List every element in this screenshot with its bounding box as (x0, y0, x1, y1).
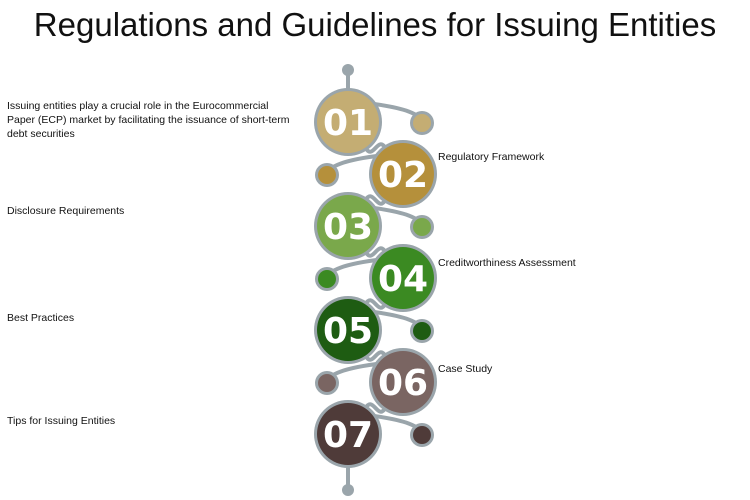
step-circle (317, 403, 379, 465)
step-number: 07 (323, 415, 373, 456)
step-number: 03 (323, 207, 373, 248)
step-circle (372, 143, 434, 205)
step-7-label: Tips for Issuing Entities (7, 415, 116, 427)
step-6-label: Case Study (438, 363, 493, 375)
step-number: 05 (323, 311, 373, 352)
step-4-label: Creditworthiness Assessment (438, 257, 576, 269)
page-title: Regulations and Guidelines for Issuing E… (33, 6, 717, 43)
step-number: 06 (378, 363, 428, 404)
step-circle (317, 91, 379, 153)
side-dot (318, 374, 336, 392)
step-circle (372, 351, 434, 413)
side-dot (413, 322, 431, 340)
step-5-label: Best Practices (7, 312, 75, 324)
step-number: 02 (378, 155, 428, 196)
step-circle (372, 247, 434, 309)
side-dot (318, 166, 336, 184)
step-circle (317, 195, 379, 257)
side-dot (413, 218, 431, 236)
terminal-bottom-dot (342, 484, 354, 496)
step-3-label: Disclosure Requirements (7, 205, 125, 217)
terminal-top-dot (342, 64, 354, 76)
step-number: 01 (323, 103, 373, 144)
step-number: 04 (378, 259, 428, 300)
side-dot (318, 270, 336, 288)
step-2-label: Regulatory Framework (438, 151, 545, 163)
step-circle (317, 299, 379, 361)
step-1-label: Issuing entities play a crucial role in … (7, 100, 290, 140)
side-dot (413, 114, 431, 132)
side-dot (413, 426, 431, 444)
